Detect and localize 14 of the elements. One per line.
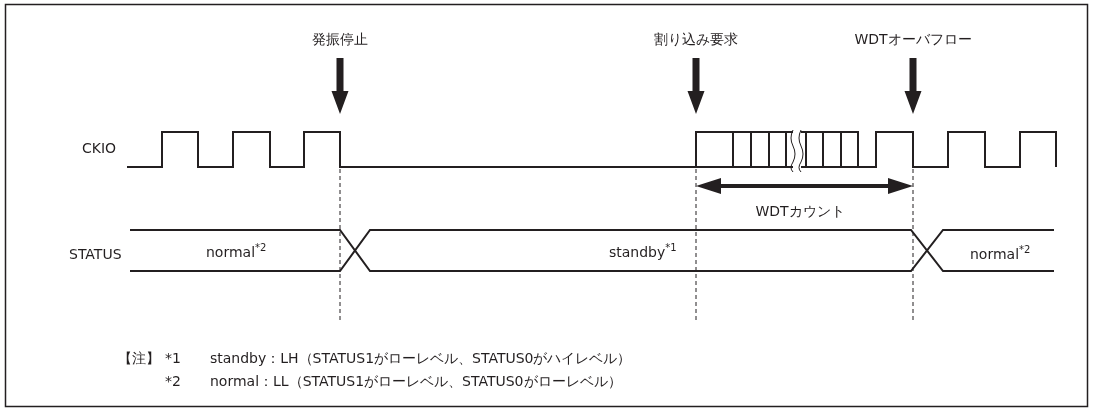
- note-text: normal：LL（STATUS1がローレベル、STATUS0がローレベル）: [210, 372, 622, 390]
- state-label: normal$^{*2}$: [206, 243, 267, 261]
- state-label: standby$^{*1}$: [609, 243, 677, 261]
- note-heading: 【注】: [118, 349, 160, 367]
- note-marker: *2: [165, 372, 181, 390]
- event-label: WDTオーバフロー: [854, 30, 972, 48]
- event-label: 発振停止: [312, 30, 368, 48]
- signal-name: STATUS: [69, 245, 122, 263]
- note-marker: *1: [165, 349, 181, 367]
- note-text: standby：LH（STATUS1がローレベル、STATUS0がハイレベル）: [210, 349, 632, 367]
- dimension-label: WDTカウント: [755, 202, 845, 220]
- event-label: 割り込み要求: [654, 30, 738, 48]
- state-label: normal$^{*2}$: [970, 245, 1031, 263]
- signal-name: CKIO: [82, 139, 117, 157]
